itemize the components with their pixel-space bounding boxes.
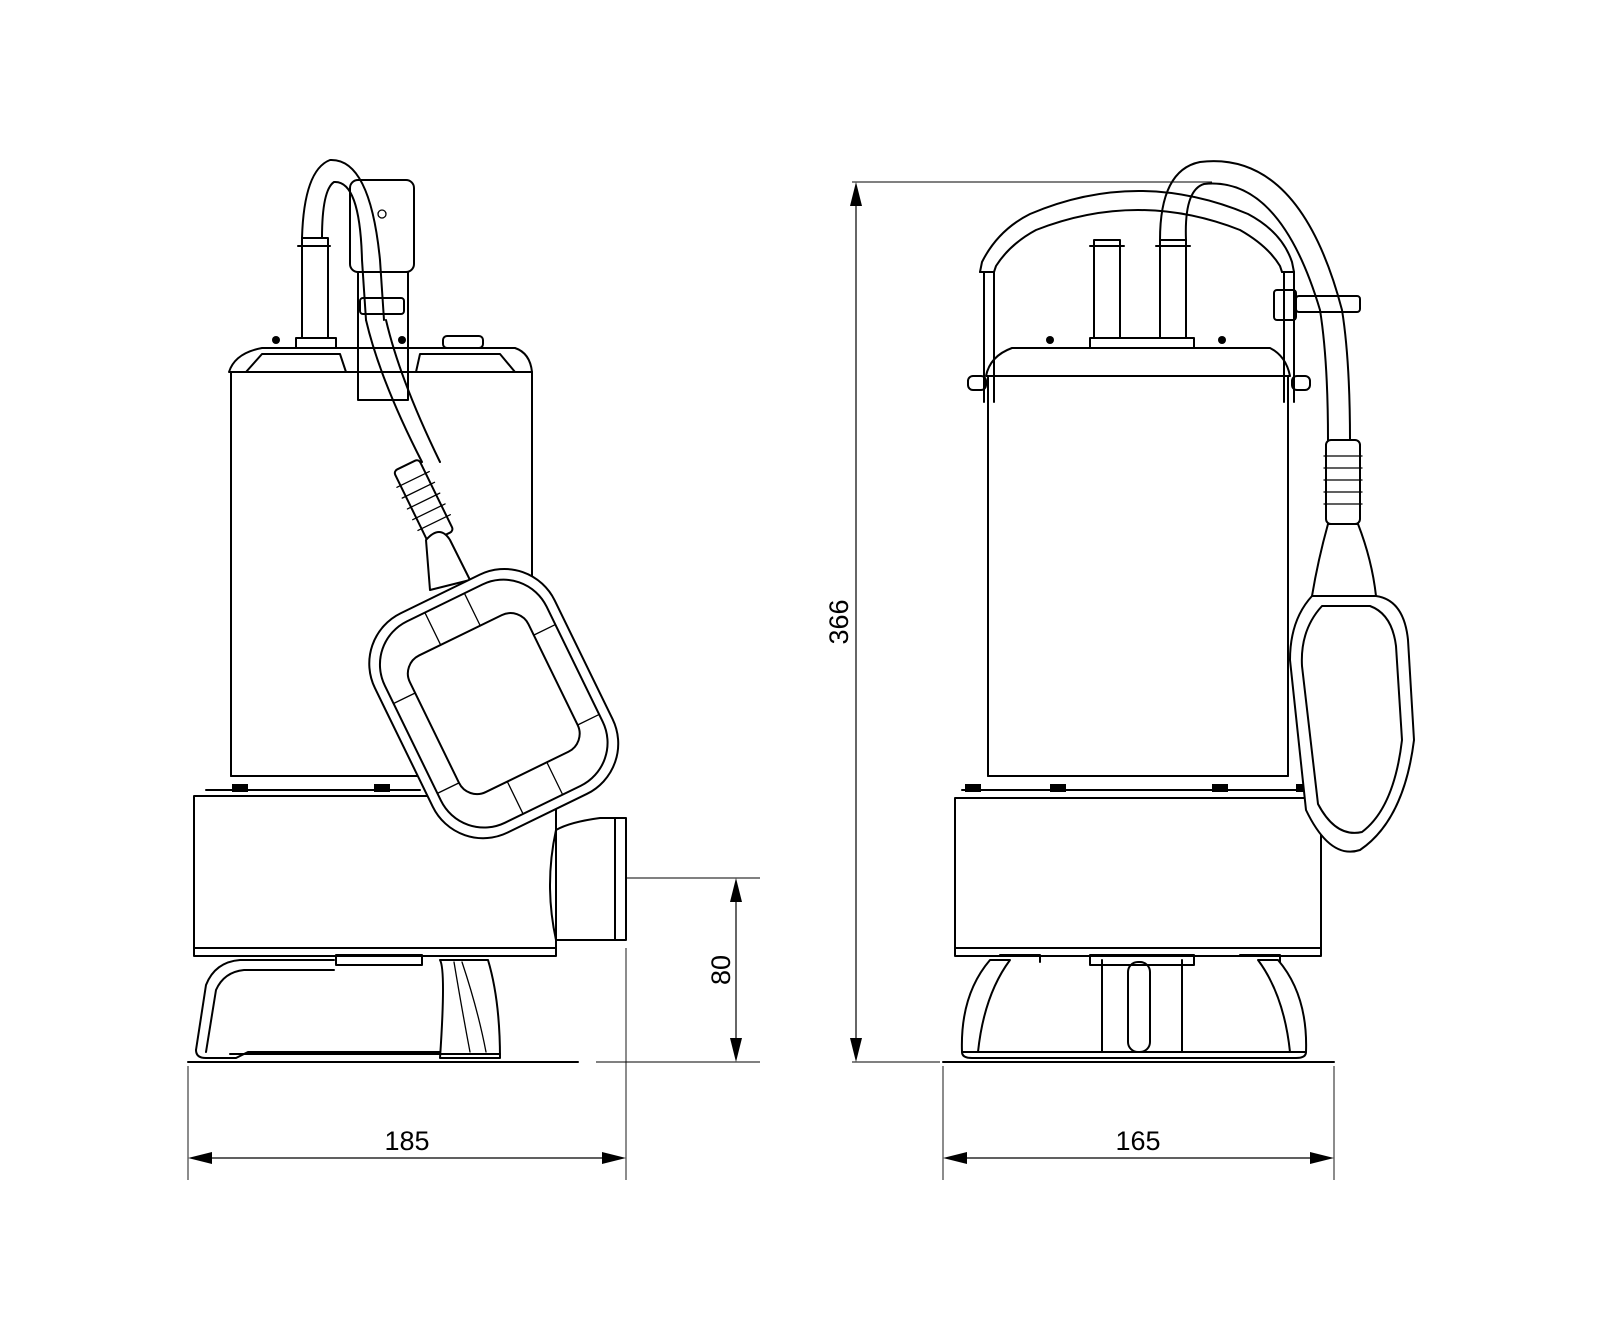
- bolt-icon: [965, 784, 981, 792]
- stand-left: [195, 954, 501, 1059]
- top-cap-left: [442, 335, 484, 349]
- dimension-right-width: 165: [942, 1066, 1335, 1180]
- bolt-icon: [1212, 784, 1228, 792]
- top-plate-right: [1089, 337, 1195, 349]
- bolt-icon: [1050, 784, 1066, 792]
- cable-left: [301, 158, 441, 463]
- top-plug-left: [295, 337, 337, 349]
- float-switch-left: [368, 531, 620, 840]
- strain-relief-right: [1323, 439, 1363, 525]
- pipe-stub-right-1: [1093, 239, 1121, 339]
- float-switch-right: [1289, 523, 1415, 853]
- dim-total-height-text: 366: [824, 599, 854, 644]
- bolt-icon: [232, 784, 248, 792]
- pump-front-view: [942, 160, 1415, 1063]
- outlet-pipe-left: [549, 817, 627, 941]
- dimension-outlet-height: 80: [596, 877, 760, 1063]
- dim-right-width-text: 165: [1115, 1126, 1160, 1156]
- dim-left-width-text: 185: [384, 1126, 429, 1156]
- motor-body-right: [985, 347, 1291, 777]
- pipe-stub-right-2: [1159, 239, 1187, 339]
- dimension-total-height: 366: [824, 181, 1212, 1063]
- lower-housing-right: [954, 797, 1322, 957]
- pipe-stub-left: [301, 237, 329, 339]
- lower-housing-left: [193, 795, 557, 957]
- handle-post-left: [357, 271, 409, 401]
- pump-side-view: [187, 158, 627, 1063]
- stand-right: [960, 954, 1308, 1059]
- strain-relief-left: [393, 459, 454, 543]
- dim-outlet-height-text: 80: [706, 955, 736, 985]
- handle-right: [967, 190, 1311, 403]
- cable-right: [1159, 160, 1361, 441]
- dimension-left-width: 185: [187, 948, 627, 1180]
- bolt-icon: [374, 784, 390, 792]
